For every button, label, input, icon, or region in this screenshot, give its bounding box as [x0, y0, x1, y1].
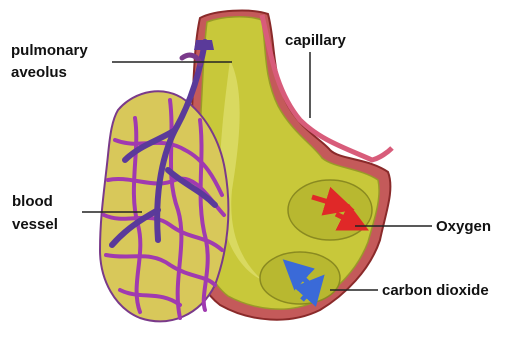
carbon-dioxide-label: carbon dioxide	[382, 282, 489, 299]
lower-pocket	[288, 180, 372, 240]
oxygen-label: Oxygen	[436, 218, 491, 235]
pulmonary-label-line2: aveolus	[11, 64, 67, 81]
blood-vessel-label-line2: vessel	[12, 216, 58, 233]
vessel-cluster-body	[100, 91, 228, 321]
pulmonary-label-line1: pulmonary	[11, 42, 88, 59]
blood-vessel-label-line1: blood	[12, 193, 53, 210]
capillary-label: capillary	[285, 32, 347, 49]
vessel-top-cap	[194, 40, 214, 50]
